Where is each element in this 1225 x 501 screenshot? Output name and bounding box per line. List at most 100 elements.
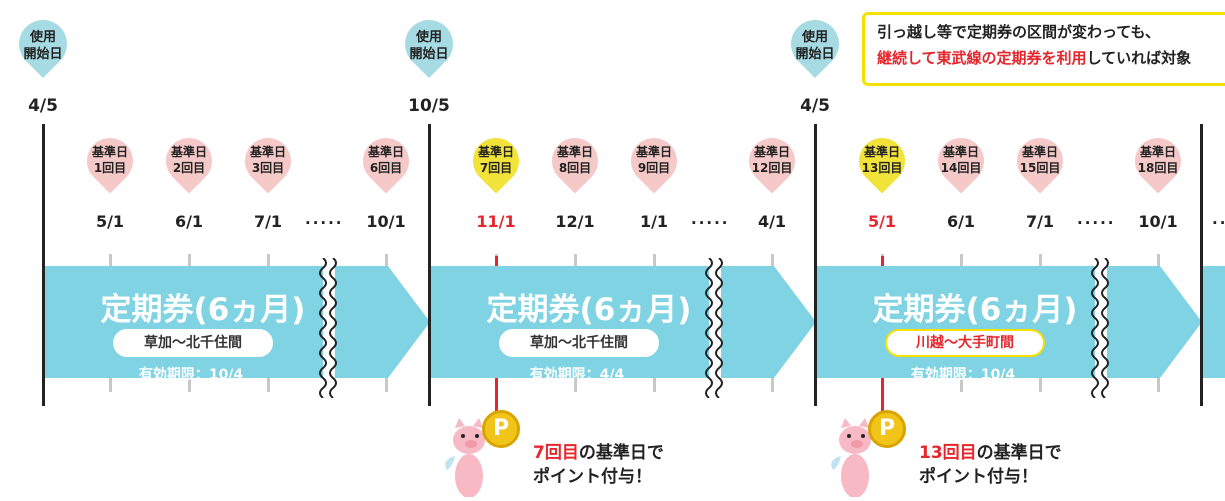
note-line-1: 引っ越し等で定期券の区間が変わっても、 (877, 23, 1161, 41)
timeline-tick (385, 254, 388, 266)
kijun-date: 7/1 (1025, 212, 1055, 231)
period-start-line (814, 124, 817, 406)
kijun-date: 4/1 (757, 212, 787, 231)
route-section-pill: 川越〜大手町間 (885, 329, 1045, 357)
timeline-tick (188, 254, 191, 266)
timeline-tick (109, 254, 112, 266)
omission-break-icon (705, 258, 723, 398)
kijun-date: 10/1 (366, 212, 406, 231)
point-count-highlight: 13回目 (919, 443, 977, 463)
kijun-date: 6/1 (174, 212, 204, 231)
pass-band (43, 266, 430, 378)
timeline-tick (574, 254, 577, 266)
start-pin-label: 使用開始日 (409, 30, 449, 62)
period-start-line (1200, 124, 1203, 406)
period-start-line (42, 124, 45, 406)
pass-band (1203, 266, 1225, 378)
point-text-rest: の基準日で (976, 443, 1062, 463)
timeline-tick (1157, 378, 1160, 392)
pass-band (429, 266, 816, 378)
pass-title: 定期券(6ヵ月) (872, 292, 1078, 328)
point-text-line2: ポイント付与！ (533, 467, 652, 487)
kijun-date: 6/1 (946, 212, 976, 231)
start-date-pin: 使用開始日 (781, 10, 849, 90)
point-text-rest: の基準日で (578, 443, 664, 463)
timeline-tick (960, 378, 963, 392)
start-date: 10/5 (408, 96, 450, 116)
point-marker-line (881, 378, 884, 414)
timeline-tick (653, 254, 656, 266)
ellipsis-dots: ····· (691, 214, 730, 232)
pass-title: 定期券(6ヵ月) (100, 292, 306, 328)
point-count-highlight: 7回目 (533, 443, 579, 463)
point-marker-line (495, 378, 498, 414)
start-date-pin: 使用開始日 (9, 10, 77, 90)
kijun-date: 7/1 (253, 212, 283, 231)
pig-mascot-icon (445, 410, 485, 498)
timeline-tick (771, 378, 774, 392)
pig-mascot-icon (831, 410, 871, 498)
start-date: 4/5 (800, 96, 830, 116)
note-line-2: 継続して東武線の定期券を利用していれば対象 (877, 45, 1222, 71)
start-date: 4/5 (28, 96, 58, 116)
timeline-tick (188, 378, 191, 392)
note-highlight: 継続して東武線の定期券を利用 (877, 49, 1087, 67)
route-section-pill: 草加〜北千住間 (113, 329, 273, 357)
start-date-pin: 使用開始日 (395, 10, 463, 90)
note-box: 引っ越し等で定期券の区間が変わっても、継続して東武線の定期券を利用していれば対象 (862, 12, 1225, 86)
point-award-text: 7回目の基準日でポイント付与！ (533, 441, 703, 489)
expiry-date: 有効期限：4/4 (529, 367, 625, 383)
point-marker-line (495, 256, 498, 266)
pass-band (815, 266, 1202, 378)
kijun-date: 5/1 (95, 212, 125, 231)
point-text-line2: ポイント付与！ (919, 467, 1038, 487)
timeline-tick (653, 378, 656, 392)
timeline-tick (1157, 254, 1160, 266)
route-section-pill: 草加〜北千住間 (499, 329, 659, 357)
timeline-tick (267, 378, 270, 392)
timeline-tick (1039, 254, 1042, 266)
kijun-date: 10/1 (1138, 212, 1178, 231)
timeline-tick (960, 254, 963, 266)
timeline-tick (267, 254, 270, 266)
point-award-text: 13回目の基準日でポイント付与！ (919, 441, 1089, 489)
timeline-tick (1039, 378, 1042, 392)
point-coin-icon: P (868, 410, 906, 448)
start-pin-label: 使用開始日 (23, 30, 63, 62)
omission-break-icon (319, 258, 337, 398)
kijun-date: 12/1 (555, 212, 595, 231)
timeline-tick (771, 254, 774, 266)
kijun-date: 5/1 (867, 212, 897, 231)
timeline-tick (385, 378, 388, 392)
kijun-date: 1/1 (639, 212, 669, 231)
point-coin-icon: P (482, 410, 520, 448)
note-line-2-rest: していれば対象 (1086, 49, 1192, 67)
pass-title: 定期券(6ヵ月) (486, 292, 692, 328)
timeline-tick (109, 378, 112, 392)
expiry-date: 有効期限：10/4 (910, 367, 1016, 383)
start-pin-label: 使用開始日 (795, 30, 835, 62)
